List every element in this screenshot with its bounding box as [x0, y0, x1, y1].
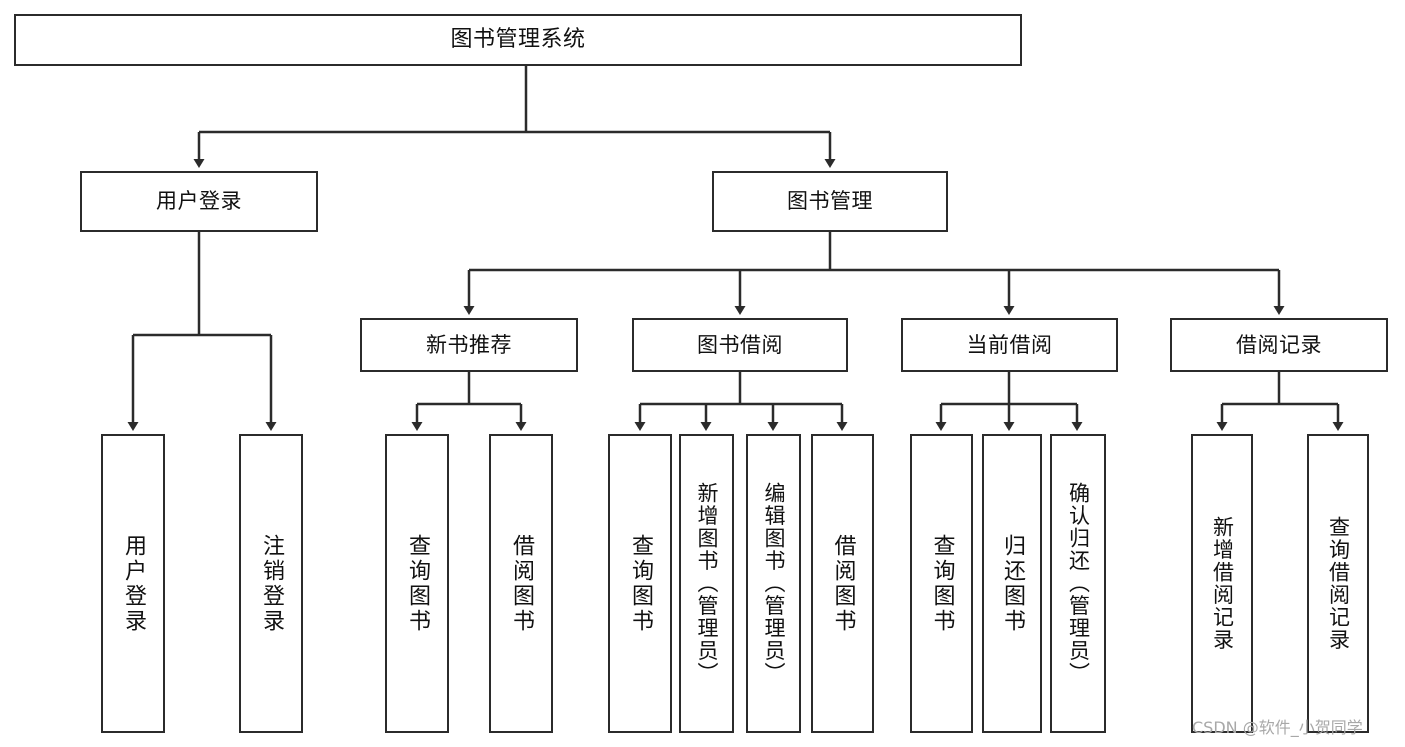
leaf-borrow-add-book-admin[interactable]: 新增图书（管理员）	[679, 434, 734, 733]
leaf-borrow-edit-book-admin[interactable]: 编辑图书（管理员）	[746, 434, 801, 733]
leaf-current-return-book-label: 归还图书	[1000, 533, 1025, 634]
node-current-borrow-label: 当前借阅	[966, 332, 1053, 357]
leaf-borrow-query-book[interactable]: 查询图书	[608, 434, 672, 733]
leaf-records-add-record-label: 新增借阅记录	[1210, 516, 1235, 651]
leaf-new-book-query[interactable]: 查询图书	[385, 434, 449, 733]
leaf-current-query-book-label: 查询图书	[929, 533, 955, 634]
leaf-user-login-label: 用户登录	[121, 533, 146, 634]
leaf-current-confirm-return-admin[interactable]: 确认归还（管理员）	[1050, 434, 1106, 733]
leaf-records-query-record[interactable]: 查询借阅记录	[1307, 434, 1369, 733]
leaf-new-book-borrow[interactable]: 借阅图书	[489, 434, 553, 733]
node-root-system[interactable]: 图书管理系统	[14, 14, 1022, 66]
leaf-new-book-borrow-label: 借阅图书	[509, 533, 534, 634]
node-user-login-label: 用户登录	[156, 189, 242, 214]
leaf-current-confirm-return-admin-label: 确认归还（管理员）	[1066, 482, 1091, 685]
csdn-watermark: CSDN @软件_小贺同学	[1192, 718, 1363, 737]
leaf-user-logout-label: 注销登录	[259, 533, 284, 634]
node-current-borrow[interactable]: 当前借阅	[901, 318, 1118, 372]
node-user-login[interactable]: 用户登录	[80, 171, 318, 232]
node-new-book-recommend-label: 新书推荐	[426, 332, 512, 357]
node-root-label: 图书管理系统	[450, 27, 586, 53]
leaf-new-book-query-label: 查询图书	[405, 533, 430, 634]
leaf-borrow-query-book-label: 查询图书	[628, 533, 653, 634]
node-book-management-label: 图书管理	[787, 189, 873, 214]
leaf-current-return-book[interactable]: 归还图书	[982, 434, 1042, 733]
node-borrow-records-label: 借阅记录	[1236, 332, 1322, 357]
leaf-borrow-borrow-book-label: 借阅图书	[830, 533, 856, 634]
node-book-management[interactable]: 图书管理	[712, 171, 948, 232]
node-borrow-records[interactable]: 借阅记录	[1170, 318, 1388, 372]
leaf-records-query-record-label: 查询借阅记录	[1326, 516, 1351, 651]
leaf-current-query-book[interactable]: 查询图书	[910, 434, 973, 733]
leaf-borrow-edit-book-admin-label: 编辑图书（管理员）	[762, 482, 786, 685]
leaf-borrow-add-book-admin-label: 新增图书（管理员）	[695, 482, 719, 685]
node-book-borrow[interactable]: 图书借阅	[632, 318, 848, 372]
node-book-borrow-label: 图书借阅	[697, 332, 783, 357]
leaf-borrow-borrow-book[interactable]: 借阅图书	[811, 434, 874, 733]
node-new-book-recommend[interactable]: 新书推荐	[360, 318, 578, 372]
leaf-user-logout[interactable]: 注销登录	[239, 434, 303, 733]
leaf-records-add-record[interactable]: 新增借阅记录	[1191, 434, 1253, 733]
leaf-user-login[interactable]: 用户登录	[101, 434, 165, 733]
